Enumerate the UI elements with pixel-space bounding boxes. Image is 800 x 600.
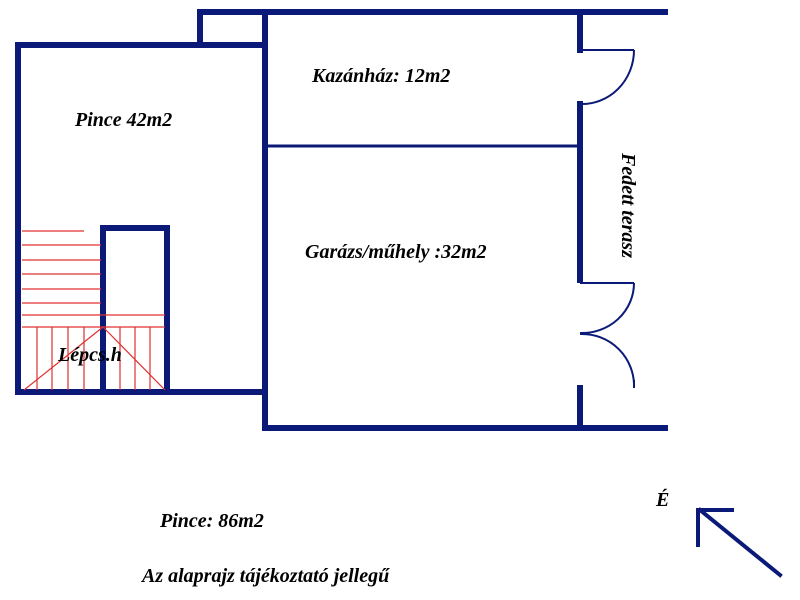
door-garazs-lower: [579, 332, 636, 389]
north-arrow-icon: [696, 507, 783, 578]
walls: [15, 9, 668, 431]
room-label-garazs: Garázs/műhely :32m2: [305, 241, 487, 263]
door-kazanhaz: [579, 49, 635, 106]
door-garazs-upper: [579, 282, 635, 335]
total-area-label: Pince: 86m2: [159, 510, 264, 532]
stairs: [22, 230, 166, 391]
wall-top-notch: [197, 9, 668, 48]
doors: [579, 49, 636, 389]
room-label-terasz: Fedett terasz: [617, 152, 639, 258]
room-label-pince: Pince 42m2: [74, 109, 172, 131]
compass-label: É: [655, 488, 669, 511]
room-label-kazanhaz: Kazánház: 12m2: [311, 65, 450, 87]
disclaimer-note: Az alaprajz tájékoztató jellegű: [140, 565, 390, 587]
room-label-lepcsohaz: Lépcs.h: [57, 344, 122, 366]
wall-stair-block: [100, 225, 170, 395]
